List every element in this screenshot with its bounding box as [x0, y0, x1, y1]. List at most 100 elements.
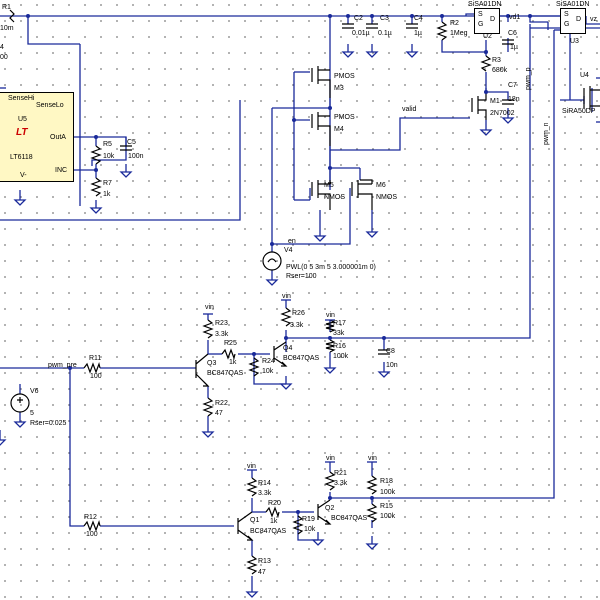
r23-value-label: 3.3k — [215, 331, 229, 338]
r12-symbol[interactable] — [83, 519, 101, 532]
u5-logo: LT — [16, 127, 28, 138]
vin-label-r17: vin — [326, 312, 335, 319]
m3-part-label: PMOS — [334, 73, 355, 80]
r24-symbol[interactable] — [248, 357, 260, 377]
r22-ref-label: R22 — [215, 400, 228, 407]
c2-ref-label: C2 — [354, 15, 363, 22]
r16-symbol[interactable] — [325, 339, 336, 353]
r15-ref-label: R15 — [380, 503, 393, 510]
vin-flags — [203, 299, 377, 471]
r7-symbol[interactable] — [90, 177, 102, 197]
r15-symbol[interactable] — [366, 503, 378, 523]
v4-symbol[interactable] — [262, 251, 282, 271]
r11-symbol[interactable] — [83, 361, 101, 374]
r26-ref-label: R26 — [292, 310, 305, 317]
m6-symbol[interactable] — [351, 179, 373, 210]
r18-ref-label: R18 — [380, 478, 393, 485]
r23-symbol[interactable] — [202, 319, 214, 339]
vz-net-label: vz — [590, 16, 597, 23]
r13-symbol[interactable] — [246, 555, 258, 575]
r15-value-label: 100k — [380, 513, 396, 520]
q3-ref-label: Q3 — [207, 360, 217, 367]
c4-ref-label: C4 — [414, 15, 423, 22]
u4-symbol[interactable] — [583, 86, 600, 110]
r20-symbol[interactable] — [265, 506, 280, 519]
c5-symbol[interactable] — [120, 145, 132, 151]
r21-value-label: 3.3k — [334, 480, 348, 487]
m5-symbol[interactable] — [311, 180, 331, 210]
r13-value-label: 47 — [258, 569, 266, 576]
r17-symbol[interactable] — [325, 319, 336, 333]
v6-symbol[interactable] — [10, 393, 30, 413]
m1-symbol[interactable] — [471, 92, 487, 120]
m3-symbol[interactable] — [311, 66, 331, 98]
pwm-p-net-label: pwm_p — [525, 67, 532, 90]
u5-ref-label: U5 — [18, 116, 27, 123]
vin-label-r18: vin — [368, 455, 377, 462]
c7-symbol[interactable] — [502, 99, 514, 105]
c3-symbol[interactable] — [366, 23, 378, 29]
u5-senselo-label: SenseLo — [36, 102, 64, 109]
r19-symbol[interactable] — [292, 515, 304, 535]
u4-part-label: SiRA50DP — [562, 108, 596, 115]
r14-symbol[interactable] — [246, 477, 258, 497]
r14-ref-label: R14 — [258, 480, 271, 487]
c8-ref-label: C8 — [386, 348, 395, 355]
r25-value-label: 1k — [229, 359, 237, 366]
r3-symbol[interactable] — [480, 55, 492, 72]
c2-symbol[interactable] — [342, 23, 354, 29]
u5-sensehi-label: SenseHi — [8, 95, 35, 102]
c3-ref-label: C3 — [380, 15, 389, 22]
u5-outa-label: OutA — [50, 134, 66, 141]
q2-symbol[interactable] — [317, 499, 332, 525]
q4-symbol[interactable] — [273, 341, 288, 367]
c8-symbol[interactable] — [378, 349, 390, 355]
r2-symbol[interactable] — [436, 21, 448, 41]
m6-ref-label: M6 — [376, 182, 386, 189]
r22-symbol[interactable] — [202, 397, 214, 417]
junction-dots — [26, 14, 532, 514]
r23-ref-label: R23 — [215, 320, 228, 327]
r7-value-label: 1k — [103, 191, 111, 198]
u2-chip[interactable] — [474, 8, 500, 34]
q4-part-label: BC847QAS — [283, 355, 320, 362]
r21-symbol[interactable] — [324, 471, 336, 491]
q2-part-label: BC847QAS — [331, 515, 368, 522]
r5-symbol[interactable] — [90, 145, 102, 165]
r26-value-label: 3.3k — [290, 322, 304, 329]
r25-symbol[interactable] — [221, 348, 236, 361]
partial-label-a: 4 — [0, 44, 4, 51]
u5-inc-label: INC — [55, 167, 68, 174]
r3-value-label: 680k — [492, 67, 508, 74]
c7-ref-label: C7 — [508, 82, 517, 89]
r18-symbol[interactable] — [366, 475, 378, 495]
q1-symbol[interactable] — [237, 511, 254, 541]
r21-ref-label: R21 — [334, 470, 347, 477]
q3-symbol[interactable] — [195, 353, 210, 387]
r1-ref-label: R1 — [2, 4, 11, 11]
m4-symbol[interactable] — [311, 112, 331, 146]
c6-symbol[interactable] — [502, 39, 514, 45]
c4-symbol[interactable] — [406, 23, 418, 29]
r1-symbol[interactable] — [9, 9, 15, 23]
r20-value-label: 1k — [270, 518, 278, 525]
u5-part-label: LT6118 — [10, 154, 33, 161]
c6-ref-label: C6 — [508, 30, 517, 37]
u3-g-label: G — [564, 21, 570, 28]
u5-chip[interactable] — [0, 92, 74, 182]
q1-part-label: BC847QAS — [250, 528, 287, 535]
u3-part-label: SiSA01DN — [556, 1, 590, 8]
c5-ref-label: C5 — [127, 139, 136, 146]
m5-part-label: NMOS — [324, 194, 345, 201]
q2-ref-label: Q2 — [325, 505, 335, 512]
r26-symbol[interactable] — [280, 307, 292, 327]
q3-part-label: BC847QAS — [207, 370, 244, 377]
m1-part-label: 2N7002 — [490, 110, 515, 117]
r17-value-label: 33k — [333, 330, 345, 337]
r3-ref-label: R3 — [492, 57, 501, 64]
r16-ref-label: R16 — [333, 343, 346, 350]
valid-net-label: valid — [402, 106, 417, 113]
u3-chip[interactable] — [560, 8, 586, 34]
